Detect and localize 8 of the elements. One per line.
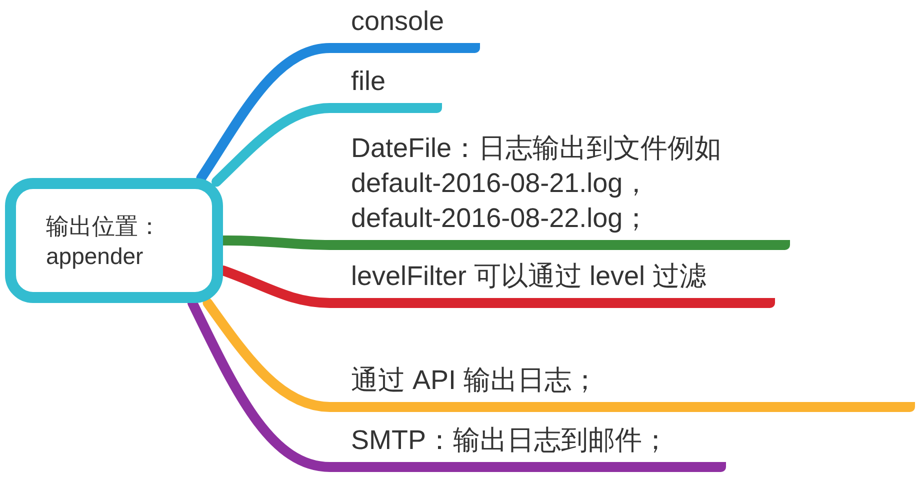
topic-text: console — [351, 5, 446, 38]
topic-text: DateFile：日志输出到文件例如default-2016-08-21.log，default-2016-08-22.log； — [351, 132, 723, 235]
root-topic — [5, 178, 223, 303]
topic-text: levelFilter 可以通过 level 过滤 — [351, 260, 708, 293]
topic-text: SMTP：输出日志到邮件； — [351, 424, 670, 457]
topic-text: file — [351, 65, 387, 98]
topic-text: 输出位置：appender — [46, 212, 162, 270]
topic-text: 通过 API 输出日志； — [351, 364, 600, 397]
